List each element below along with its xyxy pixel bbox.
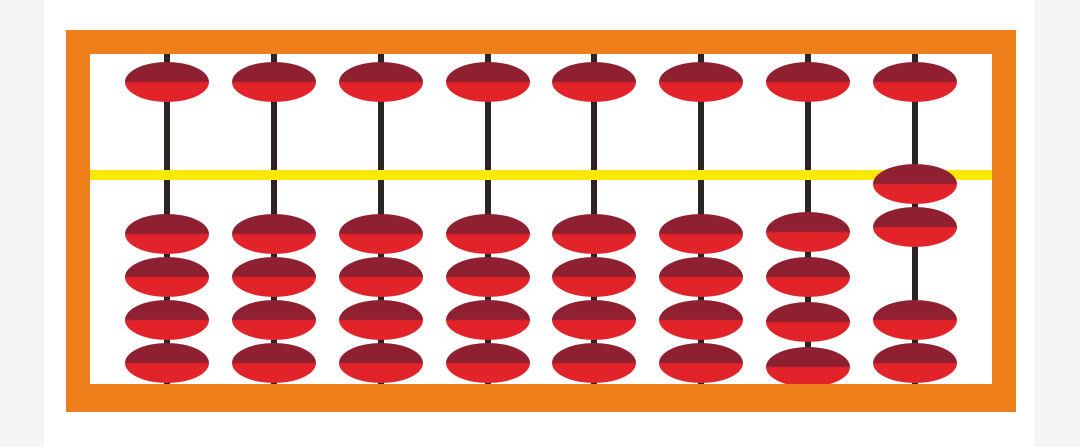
lower-bead-6-3[interactable] <box>659 300 743 340</box>
lower-bead-6-4[interactable] <box>659 343 743 383</box>
lower-bead-8-1[interactable] <box>873 164 957 204</box>
lower-bead-4-1[interactable] <box>446 214 530 254</box>
upper-bead-8[interactable] <box>873 62 957 102</box>
page-edge-right <box>1034 0 1080 447</box>
upper-bead-4[interactable] <box>446 62 530 102</box>
lower-bead-8-2[interactable] <box>873 207 957 247</box>
lower-bead-6-2[interactable] <box>659 257 743 297</box>
lower-bead-3-2[interactable] <box>339 257 423 297</box>
upper-bead-1[interactable] <box>125 62 209 102</box>
lower-bead-1-2[interactable] <box>125 257 209 297</box>
lower-bead-1-4[interactable] <box>125 343 209 383</box>
abacus-board <box>90 54 992 384</box>
upper-bead-6[interactable] <box>659 62 743 102</box>
lower-bead-8-3[interactable] <box>873 300 957 340</box>
lower-bead-7-4[interactable] <box>766 347 850 384</box>
lower-bead-2-1[interactable] <box>232 214 316 254</box>
lower-bead-2-4[interactable] <box>232 343 316 383</box>
lower-bead-4-3[interactable] <box>446 300 530 340</box>
lower-bead-3-1[interactable] <box>339 214 423 254</box>
lower-bead-1-3[interactable] <box>125 300 209 340</box>
lower-bead-3-3[interactable] <box>339 300 423 340</box>
upper-bead-7[interactable] <box>766 62 850 102</box>
lower-bead-7-2[interactable] <box>766 257 850 297</box>
lower-bead-5-4[interactable] <box>552 343 636 383</box>
lower-bead-4-2[interactable] <box>446 257 530 297</box>
lower-bead-3-4[interactable] <box>339 343 423 383</box>
lower-bead-5-3[interactable] <box>552 300 636 340</box>
upper-bead-3[interactable] <box>339 62 423 102</box>
lower-bead-6-1[interactable] <box>659 214 743 254</box>
lower-bead-5-2[interactable] <box>552 257 636 297</box>
lower-bead-8-4[interactable] <box>873 343 957 383</box>
lower-bead-7-1[interactable] <box>766 212 850 252</box>
abacus-beam <box>90 170 992 180</box>
lower-bead-7-3[interactable] <box>766 302 850 342</box>
lower-bead-1-1[interactable] <box>125 214 209 254</box>
abacus-frame <box>66 30 1016 412</box>
lower-bead-5-1[interactable] <box>552 214 636 254</box>
lower-bead-2-3[interactable] <box>232 300 316 340</box>
lower-bead-2-2[interactable] <box>232 257 316 297</box>
upper-bead-2[interactable] <box>232 62 316 102</box>
lower-bead-4-4[interactable] <box>446 343 530 383</box>
page-edge-left <box>0 0 44 447</box>
upper-bead-5[interactable] <box>552 62 636 102</box>
